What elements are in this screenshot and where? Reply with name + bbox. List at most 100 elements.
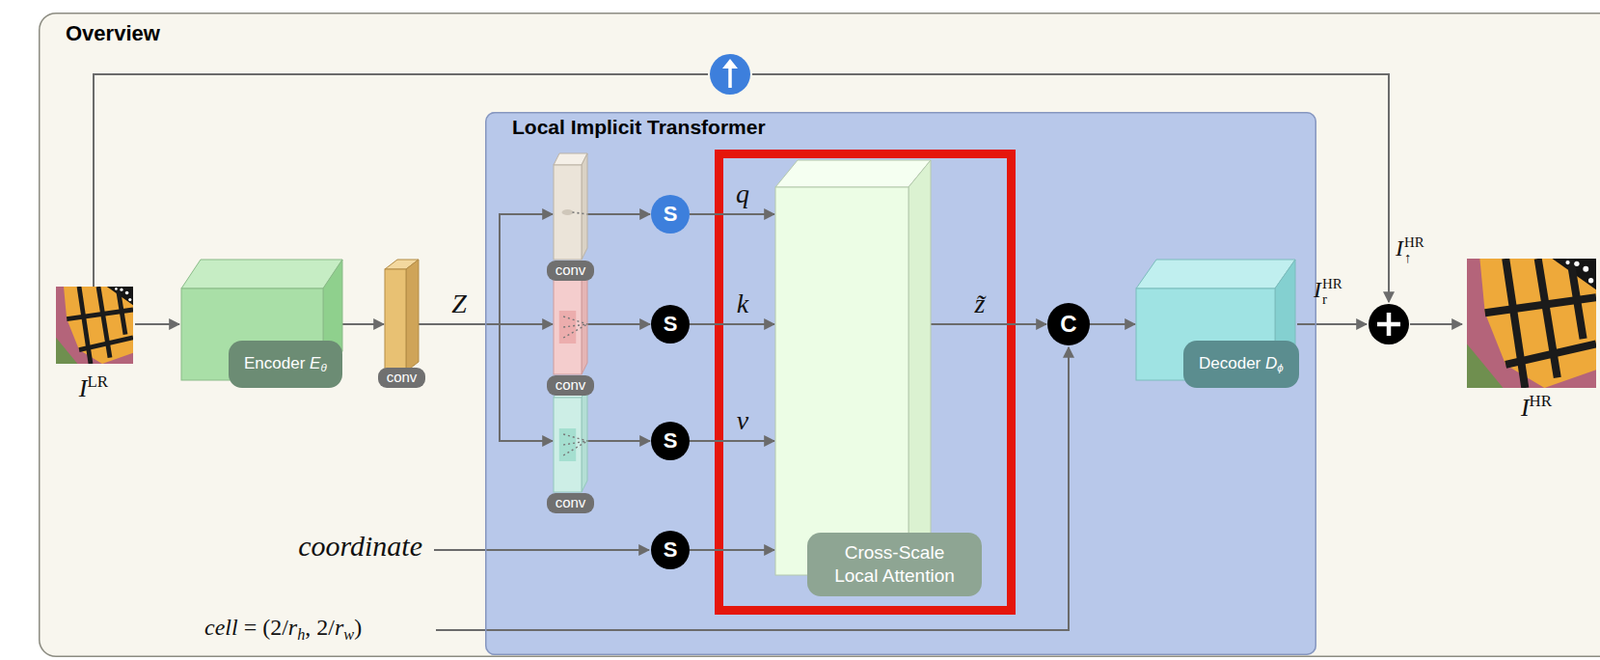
node-text: Cross-Scale Local Attention [824, 541, 965, 588]
block-art [553, 153, 588, 260]
sample-op: S [650, 304, 690, 344]
text-run: ϕ [1276, 361, 1283, 374]
signal-label: I↑HR [1395, 235, 1425, 266]
conv-tag: conv [546, 492, 596, 514]
node-text: C [1059, 312, 1077, 336]
flow-arrow [587, 213, 651, 216]
conv-tag: conv [378, 367, 427, 388]
sample-ray [563, 440, 588, 456]
edge-label: q [735, 178, 750, 210]
block-tag: Cross-Scale Local Attention [807, 532, 982, 597]
front-face [181, 288, 324, 380]
top-face [775, 160, 931, 188]
block-art [553, 385, 588, 492]
side-face [581, 268, 588, 375]
script-pair: rHR [1322, 276, 1343, 307]
sample-ray [563, 440, 588, 445]
flow-arrow [689, 213, 775, 216]
flow-arrow [587, 439, 651, 442]
image-label: ILR [79, 372, 109, 404]
text-run: h [297, 624, 305, 644]
coordinate-wire [433, 548, 650, 551]
node-text: Encoder Eθ [244, 353, 327, 373]
key-conv: conv [553, 268, 588, 375]
flow-arrow [689, 548, 775, 551]
text-run: HR [1529, 391, 1552, 410]
flow-arrow [342, 323, 384, 326]
side-face [406, 259, 419, 372]
cell-wire [435, 347, 1069, 630]
upsample-arrow [728, 65, 733, 88]
sample-window [559, 428, 576, 462]
node-text: conv [386, 368, 418, 385]
add-cross [1377, 312, 1401, 336]
flow-arrow [689, 439, 775, 442]
block-art [384, 259, 419, 372]
front-face [553, 279, 582, 375]
front-face [775, 187, 909, 575]
output-image [1466, 258, 1597, 388]
input-label: cell = (2/rh, 2/rw) [204, 614, 362, 645]
subscript: ↑ [1404, 250, 1425, 267]
text-run: r [288, 614, 298, 640]
text-run: ) [353, 614, 362, 640]
text-run: θ [320, 361, 326, 374]
sample-op: S [650, 421, 690, 461]
sample-op: S [650, 194, 690, 234]
node-text: Overview [65, 21, 161, 47]
front-face [1136, 288, 1275, 380]
edge-label: z̃ [975, 288, 986, 320]
value-conv: conv [553, 385, 588, 492]
flow-arrow [587, 323, 651, 326]
text-run: cell [204, 614, 239, 640]
overview-ground [38, 12, 1600, 657]
skip-wire [93, 74, 708, 287]
edge-label: k [736, 288, 749, 320]
side-face [581, 153, 588, 260]
upsample-symbol [709, 54, 751, 95]
conv-tag: conv [546, 375, 596, 396]
transformer-ground [485, 111, 1317, 655]
node-text: conv [555, 376, 587, 393]
flow-arrow [689, 323, 775, 326]
node-text: conv [555, 261, 587, 278]
flow-arrow [418, 214, 553, 325]
text-run: LR [87, 372, 109, 391]
side-face [908, 160, 931, 575]
signal-label: IrHR [1313, 276, 1343, 307]
front-face [384, 269, 407, 372]
top-face [181, 259, 343, 289]
subscript: r [1322, 292, 1343, 308]
text-run: r [334, 614, 344, 640]
overview-panel: OverviewEncoder EθconvLocal Implicit Tra… [38, 12, 1600, 657]
front-face [553, 397, 582, 492]
highlight-frame [719, 154, 1012, 611]
residual-wire [1297, 323, 1367, 326]
text-run: I [1520, 393, 1530, 422]
encoder-block: Encoder Eθ [181, 259, 343, 380]
input-label: coordinate [298, 529, 423, 564]
top-face [1136, 259, 1296, 289]
sample-point [562, 209, 574, 216]
input-wire [135, 323, 180, 326]
sample-ray [563, 324, 588, 338]
script-pair: ↑HR [1404, 235, 1425, 266]
upsample-arrow [722, 58, 738, 69]
flow-arrow [418, 324, 553, 441]
concat-op: C [1047, 302, 1090, 346]
sample-ray [563, 316, 588, 325]
conv-tag: conv [546, 260, 596, 281]
block-tag: Encoder Eθ [228, 340, 343, 388]
node-text: conv [555, 493, 587, 511]
sample-ray [572, 212, 589, 215]
text-run: Encoder [244, 353, 310, 373]
add-symbol [1368, 303, 1410, 345]
text-run: I [1395, 235, 1404, 261]
text-run: I [1313, 276, 1322, 302]
superscript: HR [1404, 235, 1425, 251]
sample-op: S [650, 530, 690, 570]
flow-arrow [1089, 323, 1136, 326]
edge-label: v [736, 405, 749, 436]
block-tag: Decoder Dϕ [1183, 340, 1300, 388]
